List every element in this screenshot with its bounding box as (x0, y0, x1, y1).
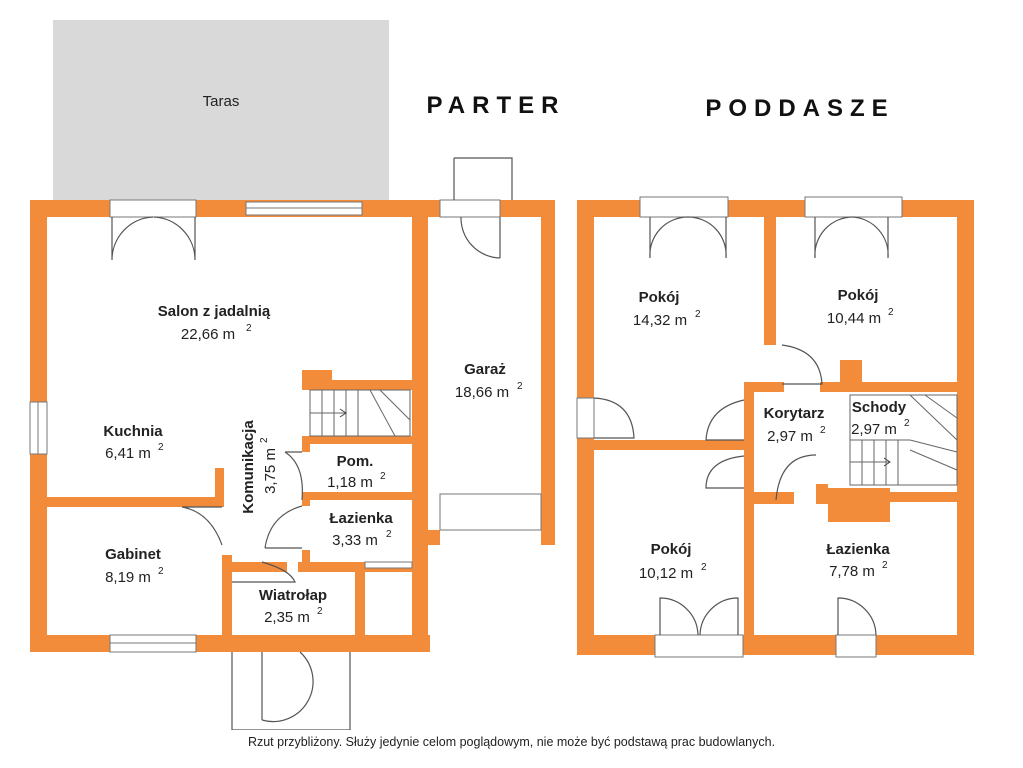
area-unit-sup: 2 (695, 309, 701, 320)
room-lazienka-parter: Łazienka 3,33 m 2 (329, 510, 393, 549)
room-area: 6,41 m (105, 445, 151, 462)
room-area: 18,66 m (455, 384, 509, 401)
room-area: 22,66 m (181, 326, 235, 343)
room-area: 2,35 m (264, 609, 310, 626)
room-pokoj-2: Pokój 10,44 m 2 (827, 287, 894, 327)
poddasze-stairs (849, 394, 958, 486)
room-area: 14,32 m (633, 312, 687, 329)
area-unit-sup: 2 (317, 606, 323, 617)
room-pokoj-3: Pokój 10,12 m 2 (639, 541, 707, 582)
room-area: 10,44 m (827, 310, 881, 327)
room-pokoj-1: Pokój 14,32 m 2 (633, 289, 701, 329)
area-unit-sup: 2 (820, 425, 826, 436)
room-name: Pokój (651, 541, 692, 558)
floor-title-parter: PARTER (427, 92, 566, 119)
room-area: 7,78 m (829, 563, 875, 580)
area-unit-sup: 2 (380, 471, 386, 482)
room-name: Komunikacja (240, 420, 257, 514)
room-area: 8,19 m (105, 569, 151, 586)
room-name: Salon z jadalnią (158, 303, 271, 320)
room-komunikacja: Komunikacja 3,75 m 2 (240, 420, 279, 514)
room-name: Pom. (337, 453, 374, 470)
room-area: 3,33 m (332, 532, 378, 549)
parter-stairs (309, 389, 411, 437)
room-name: Łazienka (826, 541, 890, 558)
room-area: 2,97 m (851, 421, 897, 438)
area-unit-sup: 2 (246, 323, 252, 334)
room-name: Pokój (838, 287, 879, 304)
poddasze-doors (593, 216, 889, 636)
room-gabinet: Gabinet 8,19 m 2 (105, 546, 164, 586)
room-wiatrolap: Wiatrołap 2,35 m 2 (259, 587, 327, 626)
floor-plan: Taras PARTER PODDASZE (29, 20, 974, 730)
room-pom: Pom. 1,18 m 2 (327, 453, 386, 491)
room-lazienka-poddasze: Łazienka 7,78 m 2 (826, 541, 890, 580)
area-unit-sup: 2 (158, 566, 164, 577)
room-area: 2,97 m (767, 428, 813, 445)
parter-doors (111, 157, 513, 730)
room-area: 10,12 m (639, 565, 693, 582)
area-unit-sup: 2 (888, 307, 894, 318)
room-name: Gabinet (105, 546, 161, 563)
room-kuchnia: Kuchnia 6,41 m 2 (103, 423, 164, 462)
room-name: Kuchnia (103, 423, 163, 440)
floor-title-poddasze: PODDASZE (705, 95, 894, 122)
room-area: 3,75 m (262, 448, 279, 494)
area-unit-sup: 2 (517, 381, 523, 392)
room-name: Pokój (639, 289, 680, 306)
room-korytarz: Korytarz 2,97 m 2 (764, 405, 826, 445)
area-unit-sup: 2 (882, 560, 888, 571)
area-unit-sup: 2 (158, 442, 164, 453)
room-name: Schody (852, 399, 907, 416)
terrace (53, 20, 389, 200)
area-unit-sup: 2 (701, 562, 707, 573)
area-unit-sup: 2 (904, 418, 910, 429)
terrace-label: Taras (203, 93, 240, 110)
room-schody: Schody 2,97 m 2 (851, 399, 910, 438)
room-salon: Salon z jadalnią 22,66 m 2 (158, 303, 271, 343)
area-unit-sup: 2 (259, 437, 270, 443)
disclaimer-note: Rzut przybliżony. Służy jedynie celom po… (247, 735, 776, 749)
room-name: Garaż (464, 361, 506, 378)
room-name: Wiatrołap (259, 587, 327, 604)
poddasze-windows (576, 196, 903, 658)
parter-windows (29, 199, 542, 653)
room-area: 1,18 m (327, 474, 373, 491)
room-name: Łazienka (329, 510, 393, 527)
area-unit-sup: 2 (386, 529, 392, 540)
room-garaz: Garaż 18,66 m 2 (455, 361, 523, 401)
room-name: Korytarz (764, 405, 825, 422)
